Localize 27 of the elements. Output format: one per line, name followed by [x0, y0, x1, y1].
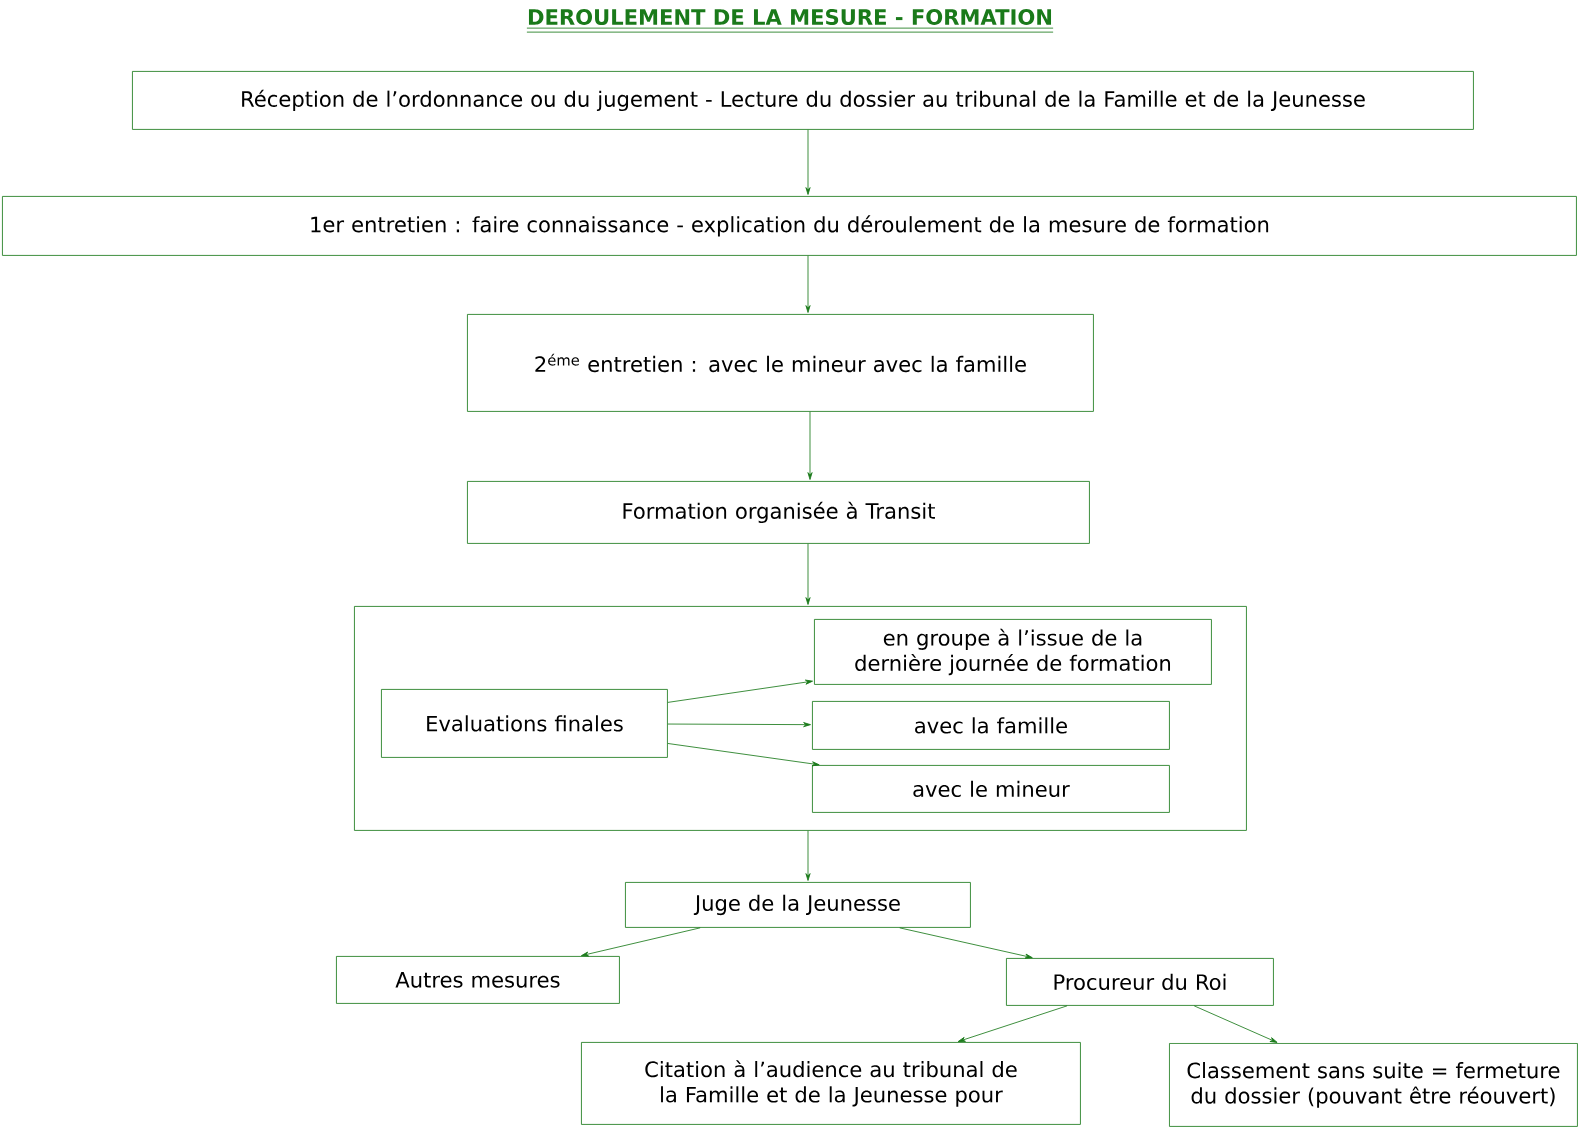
arrow: [667, 722, 811, 728]
process-box: Juge de la Jeunesse: [625, 882, 971, 928]
arrow: [805, 129, 811, 195]
process-box: avec le mineur: [812, 765, 1170, 813]
arrow: [805, 255, 811, 313]
arrow: [667, 743, 820, 767]
process-box: Procureur du Roi: [1006, 958, 1274, 1006]
arrow: [667, 679, 813, 703]
process-box: Formation organisée à Transit: [467, 481, 1090, 544]
arrow: [805, 543, 811, 605]
arrow: [805, 830, 811, 881]
arrow: [580, 927, 701, 957]
arrow: [899, 927, 1033, 959]
process-box: Classement sans suite = fermeture du dossier (pouvant être réouvert): [1169, 1043, 1578, 1127]
process-box: 2$^{éme}$ entretien : avec le mineur avec la famille: [467, 314, 1094, 412]
arrow: [807, 411, 813, 480]
process-box: Réception de l’ordonnance ou du jugement - Lecture du dossier au tribunal de la Famille et de la Jeunesse: [132, 71, 1474, 130]
process-box: Citation à l’audience au tribunal de la Famille et de la Jeunesse pour: [581, 1042, 1081, 1125]
process-box: Autres mesures: [336, 956, 620, 1004]
process-box: 1er entretien : faire connaissance - explication du déroulement de la mesure de formation: [2, 196, 1577, 256]
title: DEROULEMENT DE LA MESURE - FORMATION: [528, 9, 1051, 25]
group-box: [354, 606, 1247, 831]
process-box: avec la famille: [812, 701, 1170, 750]
process-box: Evaluations finales: [381, 689, 668, 758]
process-box: en groupe à l’issue de la dernière journée de formation: [814, 619, 1212, 685]
arrow: [957, 1005, 1068, 1042]
arrow: [1193, 1005, 1278, 1043]
